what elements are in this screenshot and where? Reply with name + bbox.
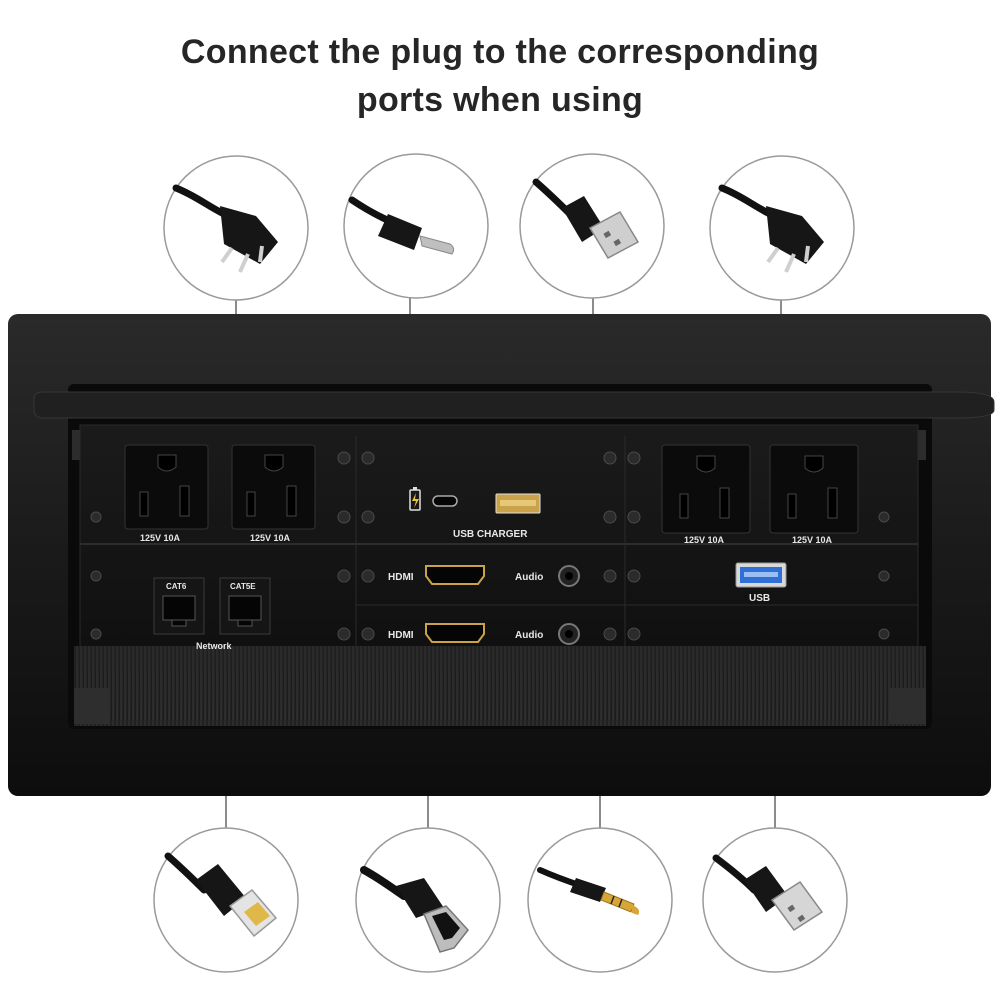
usb3-module: USB: [735, 562, 787, 604]
hdmi-port-1: [425, 565, 485, 585]
ac-outlet-1: [124, 444, 209, 530]
outlet-rating-1: 125V 10A: [140, 533, 181, 543]
battery-charge-icon: [409, 487, 421, 511]
callout-ethernet: [153, 827, 299, 973]
hdmi-label-1: HDMI: [388, 572, 414, 583]
ethernet-plug-icon: [164, 852, 278, 938]
hdmi-port-2: [425, 623, 485, 643]
callout-usb-c: [343, 153, 489, 299]
brush-strip: [74, 646, 926, 726]
usb-c-plug-icon: [348, 196, 455, 255]
callout-power-plug-top-right: [709, 155, 855, 301]
outlet-rating-3: 125V 10A: [684, 535, 725, 545]
usb-a-plug-icon: [532, 178, 640, 259]
outlet-rating-4: 125V 10A: [792, 535, 833, 545]
outlet-box: 125V 10A 125V 10A 125V 10A 125V 10A USB …: [8, 314, 995, 796]
rj45-port-1: [162, 595, 196, 621]
rj45-port-2: [228, 595, 262, 621]
network-module: CAT6 CAT5E Network: [153, 577, 271, 651]
audio-label-2: Audio: [515, 630, 543, 641]
ac-outlet-3: [661, 444, 751, 534]
usb-charger-module: USB CHARGER: [409, 487, 541, 540]
callout-hdmi: [355, 827, 501, 973]
ac-outlet-4: [769, 444, 859, 534]
hdmi-plug-icon: [360, 866, 469, 953]
hdmi-audio-module: HDMI Audio HDMI Audio: [388, 565, 580, 645]
audio-jack-plug-icon: [537, 867, 640, 915]
cat6-label: CAT6: [166, 582, 187, 591]
usb-a-plug-icon: [712, 854, 824, 932]
power-plug-icon: [172, 184, 278, 273]
usb-charger-label: USB CHARGER: [453, 529, 528, 540]
callout-usb-a-bottom: [702, 827, 848, 973]
hdmi-label-2: HDMI: [388, 630, 414, 641]
audio-label-1: Audio: [515, 572, 543, 583]
ac-outlet-2: [231, 444, 316, 530]
title-line-2: ports when using: [356, 81, 644, 119]
power-plug-icon: [718, 184, 824, 273]
callout-usb-a-top: [519, 153, 665, 299]
cat5-label: CAT5E: [230, 582, 256, 591]
usb-label: USB: [749, 593, 770, 604]
callout-audio: [527, 827, 673, 973]
usb-c-port: [432, 495, 458, 507]
screws: [90, 451, 890, 641]
callout-power-plug-top-left: [163, 155, 309, 301]
outlet-rating-2: 125V 10A: [250, 533, 291, 543]
lid-hinge: [33, 391, 995, 419]
title-line-1: Connect the plug to the corresponding: [180, 33, 820, 71]
page-title: Connect the plug to the corresponding po…: [0, 28, 1000, 124]
network-label: Network: [196, 641, 233, 651]
